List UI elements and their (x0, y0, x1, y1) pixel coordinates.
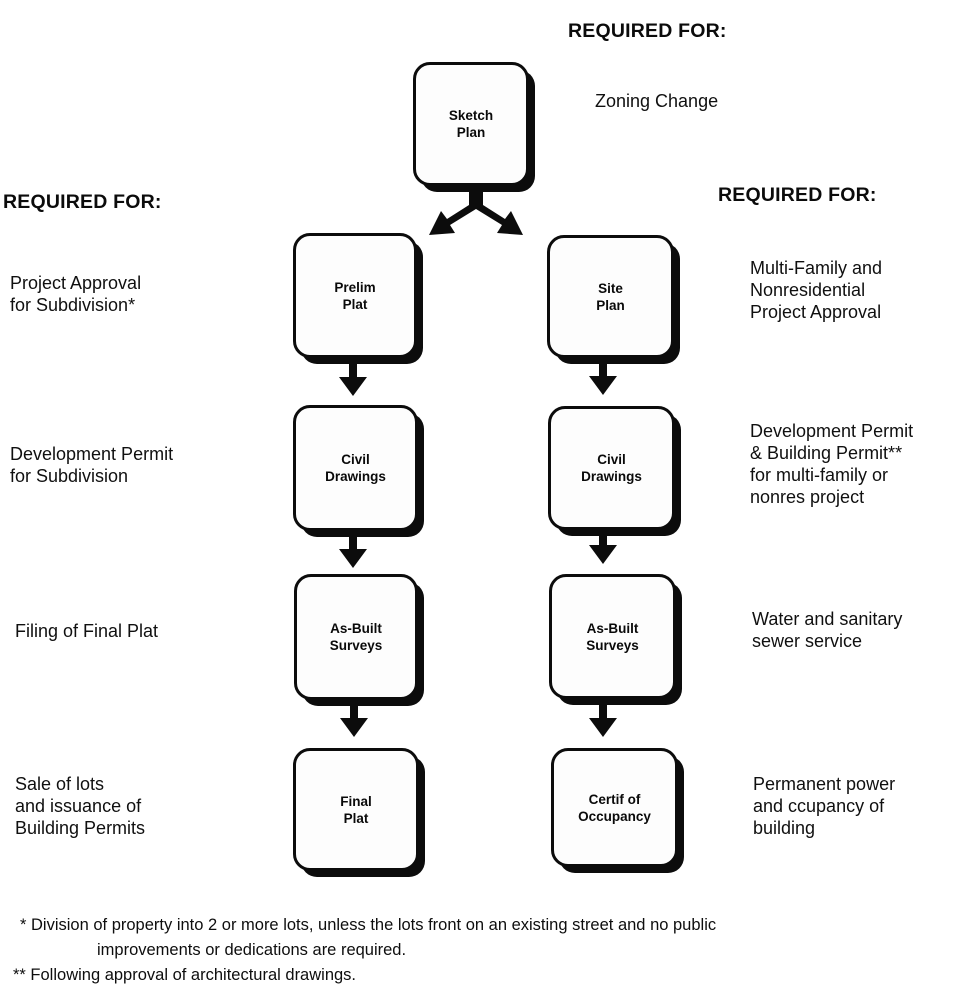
down-arrow-icon (339, 536, 367, 568)
required-for-heading-right: REQUIRED FOR: (718, 184, 877, 206)
down-arrow-icon (339, 364, 367, 396)
label-multi-family-project-approval: Multi-Family and Nonresidential Project … (750, 258, 883, 322)
node-prelim-plat-label: Prelim Plat (334, 279, 376, 312)
node-certif-of-occupancy-label: Certif of Occupancy (578, 791, 651, 824)
node-prelim-plat: Prelim Plat (293, 233, 417, 358)
fork-split-arrow-icon (429, 190, 523, 235)
node-final-plat-label: Final Plat (340, 793, 372, 826)
node-sketch-plan: Sketch Plan (413, 62, 529, 186)
node-as-built-surveys-right-label: As-Built Surveys (586, 620, 639, 653)
label-development-building-permit: Development Permit & Building Permit** f… (750, 421, 914, 507)
node-site-plan: Site Plan (547, 235, 674, 358)
required-for-heading-left: REQUIRED FOR: (3, 191, 162, 213)
node-civil-drawings-left-label: Civil Drawings (325, 452, 386, 484)
down-arrow-icon (340, 705, 368, 737)
footnote-division-of-property: * Division of property into 2 or more lo… (20, 916, 717, 934)
node-final-plat: Final Plat (293, 748, 419, 871)
node-as-built-surveys-left: As-Built Surveys (294, 574, 418, 700)
node-civil-drawings-left: Civil Drawings (293, 405, 418, 531)
down-arrow-icon (589, 532, 617, 564)
down-arrow-icon (589, 705, 617, 737)
label-development-permit-subdivision: Development Permit for Subdivision (10, 444, 174, 486)
label-filing-of-final-plat: Filing of Final Plat (15, 621, 159, 641)
down-arrow-icon (589, 363, 617, 395)
node-as-built-surveys-left-label: As-Built Surveys (329, 621, 383, 653)
label-project-approval-subdivision: Project Approval for Subdivision* (10, 273, 142, 315)
footnote-following-approval: ** Following approval of architectural d… (13, 966, 357, 984)
required-for-heading-top: REQUIRED FOR: (568, 20, 727, 42)
label-sale-of-lots: Sale of lots and issuance of Building Pe… (15, 774, 146, 838)
node-certif-of-occupancy: Certif of Occupancy (551, 748, 678, 867)
node-site-plan-label: Site Plan (596, 280, 625, 313)
node-as-built-surveys-right: As-Built Surveys (549, 574, 676, 699)
label-zoning-change: Zoning Change (595, 91, 719, 111)
label-permanent-power-occupancy: Permanent power and ccupancy of building (753, 774, 896, 838)
node-sketch-plan-label: Sketch Plan (448, 108, 494, 140)
node-civil-drawings-right-label: Civil Drawings (581, 452, 642, 484)
node-civil-drawings-right: Civil Drawings (548, 406, 675, 530)
footnote-improvements-dedications: improvements or dedications are required… (97, 941, 407, 959)
label-water-sanitary-sewer: Water and sanitary sewer service (752, 609, 903, 651)
